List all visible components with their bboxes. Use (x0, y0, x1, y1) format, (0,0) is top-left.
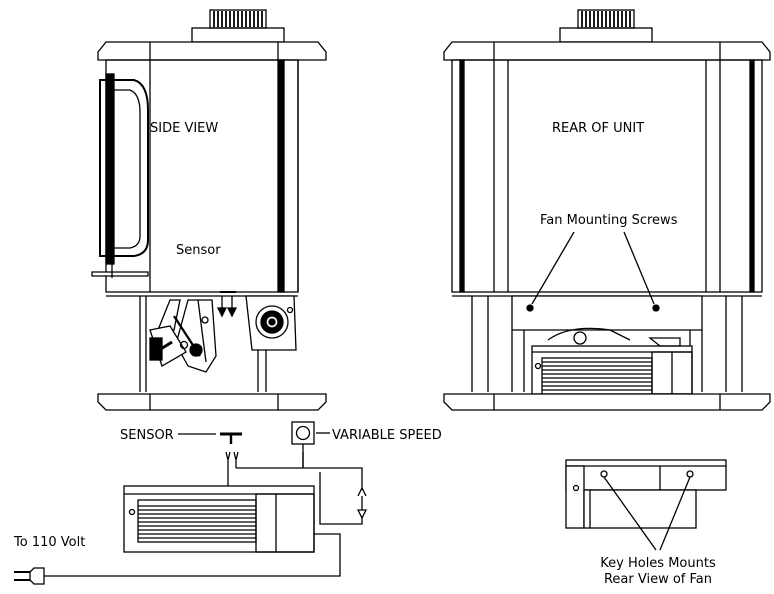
rear-base (443, 393, 771, 411)
key-holes-detail (565, 459, 727, 551)
sensor-caps-label: SENSOR (120, 428, 174, 443)
side-chimney-collar (191, 9, 285, 43)
variable-speed-control (291, 421, 315, 445)
key-hole-pointer-right (659, 476, 691, 551)
damper-mechanism (149, 299, 217, 373)
side-view-stove (91, 9, 327, 411)
side-top-plate (97, 41, 327, 61)
variable-speed-label: VARIABLE SPEED (332, 428, 442, 443)
key-holes-label-line1: Key Holes Mounts (600, 556, 716, 571)
right-mounting-screw (652, 304, 660, 312)
side-view-label: SIDE VIEW (150, 121, 218, 136)
sensor-symbol (220, 432, 242, 444)
left-mounting-screw (526, 304, 534, 312)
wiring-section (14, 421, 368, 585)
side-door (99, 79, 149, 257)
rear-of-unit-label: REAR OF UNIT (552, 121, 644, 136)
sensor-arrows (216, 291, 238, 318)
side-rear-column (277, 59, 285, 293)
rear-fan-unit (531, 337, 693, 395)
fan-mounting-screws-label: Fan Mounting Screws (540, 213, 678, 228)
rear-top-plate (443, 41, 771, 61)
rear-view-stove (443, 9, 771, 411)
key-holes-label-line2: Rear View of Fan (604, 572, 712, 587)
rear-chimney-collar (559, 9, 653, 43)
sensor-terminals (225, 451, 239, 472)
sensor-label: Sensor (176, 243, 221, 258)
key-hole-pointer-left (603, 476, 657, 551)
side-base (97, 393, 327, 411)
blower-motor (245, 295, 297, 351)
rear-body (451, 59, 763, 293)
plug-icon (29, 567, 45, 585)
wiring-fan (123, 485, 315, 553)
power-cord (14, 533, 341, 585)
to-110-volt-label: To 110 Volt (13, 535, 85, 550)
screw-pointer-left (531, 231, 575, 305)
screw-pointer-right (623, 231, 655, 305)
